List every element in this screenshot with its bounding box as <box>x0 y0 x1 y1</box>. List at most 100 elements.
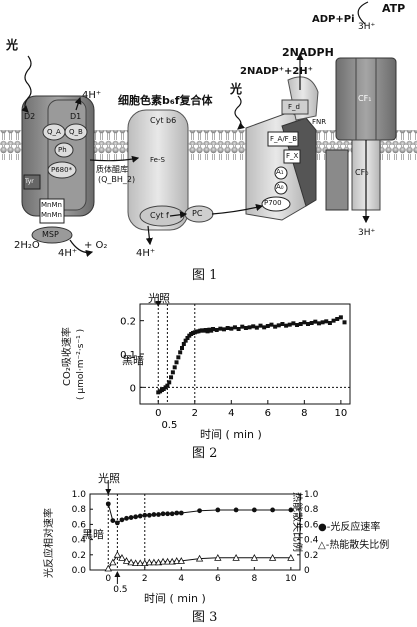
fig3-heat-point <box>195 554 204 562</box>
fig2-data-point <box>324 319 329 324</box>
a0-label: A₀ <box>276 183 284 191</box>
fig2-data-point <box>331 318 336 323</box>
fig3-ylabel-left: 光反应相对速率 <box>44 508 55 578</box>
fig3-y-tick-label-left: 0.0 <box>72 566 87 576</box>
fig2-data-point <box>180 346 184 350</box>
fig3-rate-point <box>169 511 175 517</box>
fig3-rate-point <box>215 507 221 513</box>
fig2-data-point <box>232 325 237 330</box>
fig3-heat-point <box>104 564 112 572</box>
fig2-data-point <box>327 321 332 325</box>
fig3-y-tick-label-left: 0.6 <box>72 520 87 530</box>
fig3-heat-point <box>163 557 172 565</box>
proton-label-cytb6f: 4H⁺ <box>136 248 156 259</box>
a1-label: A₁ <box>276 168 284 176</box>
fig3-heat-point <box>159 557 167 565</box>
fig3-y-tick-label-right: 1.0 <box>304 490 319 500</box>
fig3-y-tick-label-right: 0.4 <box>304 536 319 546</box>
light-wave-left <box>21 55 32 113</box>
fig3-heat-point <box>173 557 181 564</box>
cf0-label: CF₀ <box>355 168 369 177</box>
oxygen-label: + O₂ <box>84 240 108 251</box>
fig3-heat-point <box>109 558 117 566</box>
light-wave-right <box>234 95 245 130</box>
fig2-dark-label: 黑暗 <box>122 354 144 367</box>
fig2-data-point <box>338 315 343 320</box>
proton-label-atp-bottom: 3H⁺ <box>358 228 376 238</box>
fig3-rate-point <box>288 507 294 513</box>
fig2-data-point <box>236 327 241 331</box>
fig2-data-point <box>225 326 230 330</box>
fig2-data-point <box>214 328 219 332</box>
fig2-data-point <box>240 324 245 329</box>
fig2-data-point <box>169 375 174 380</box>
mn-label-1: MnMn <box>41 201 62 209</box>
fig3-rate-point <box>165 511 171 517</box>
fig2-data-point <box>251 324 256 329</box>
mn-label-2: MnMn <box>41 211 62 219</box>
cytochrome-b6f-complex <box>127 109 189 231</box>
fig2-data-point <box>276 323 281 328</box>
fig2-data-point <box>222 327 226 332</box>
d2-label: D2 <box>24 112 36 121</box>
fig3-rate-point <box>178 510 184 516</box>
fnr-label: FNR <box>312 118 327 126</box>
qa-label: Q_A <box>47 128 61 136</box>
fig2-ylabel-unit: ( μmol·m⁻²·s⁻¹ ) <box>76 328 86 400</box>
fig2-xlabel: 时间 ( min ) <box>200 428 262 441</box>
fig3-heat-point <box>131 559 140 567</box>
fig2-data-point <box>265 324 270 328</box>
fig2-data-point <box>262 325 267 330</box>
fig3-xlabel: 时间 ( min ) <box>144 592 206 605</box>
fig3-x-tick-label: 10 <box>285 574 297 584</box>
fig2-data-point <box>302 320 307 325</box>
fig2-data-point <box>335 317 340 321</box>
fig3-y-tick-label-left: 0.2 <box>72 551 86 561</box>
fig2-x-tick-label: 6 <box>265 408 271 419</box>
fig3-rate-point <box>197 508 202 514</box>
nadp-label: 2NADP⁺+2H⁺ <box>240 66 313 77</box>
fig3-y-tick-label-right: 0 <box>304 566 310 576</box>
fig2-data-point <box>167 380 172 385</box>
fig2-data-point <box>185 336 190 340</box>
fig3-heat-point <box>118 554 126 561</box>
fig2-light-label: 光照 <box>148 292 170 305</box>
fig2-x-tick-label: 10 <box>335 408 348 419</box>
fig2-data-point <box>280 322 285 326</box>
fig2-data-point <box>313 319 318 324</box>
fig2-data-point <box>269 322 274 327</box>
fig2-data-point <box>287 322 292 327</box>
fig2-data-point <box>342 320 347 325</box>
fig3-heat-point <box>150 558 158 566</box>
fig3-rate-point <box>142 512 148 518</box>
atp-synthase <box>325 57 397 211</box>
fig3-rate-point <box>137 513 143 519</box>
fig2-data-point <box>306 322 310 326</box>
fig2-data-point <box>170 370 175 375</box>
proton-label-atp-top: 3H⁺ <box>358 22 376 32</box>
fig2-data-point <box>183 338 188 343</box>
fig3-ylabel-right: 热能散失比例 <box>291 492 302 552</box>
fig1-diagram <box>0 1 417 257</box>
adp-pi-label: ADP+Pi <box>312 14 355 25</box>
fig3-rate-point <box>233 507 239 513</box>
fig3-legend-heat: △-热能散失比例 <box>318 540 390 551</box>
cytb6-label: Cyt b6 <box>150 116 177 125</box>
cytf-label: Cyt f <box>150 211 169 220</box>
fig2-data-point <box>178 350 183 355</box>
fig3-rate-line <box>107 503 291 524</box>
fig3-rate-point <box>270 507 276 513</box>
fig2-data-point <box>243 326 248 330</box>
figure-3-caption: 图 3 <box>192 610 218 625</box>
pq-sub-label: (Q_BH_2) <box>98 175 136 184</box>
fig2-data-point <box>291 321 296 326</box>
figure-2-caption: 图 2 <box>192 446 218 461</box>
fig3-heat-point <box>232 554 240 561</box>
fig3-rate-point <box>114 520 120 526</box>
fig2-x-tick-label-0.5: 0.5 <box>161 420 177 431</box>
cf1-label: CF₁ <box>358 94 372 103</box>
msp-label: MSP <box>42 230 59 239</box>
fig3-rate-point <box>151 512 157 517</box>
fig3-dark-label: 黑暗 <box>82 528 104 541</box>
